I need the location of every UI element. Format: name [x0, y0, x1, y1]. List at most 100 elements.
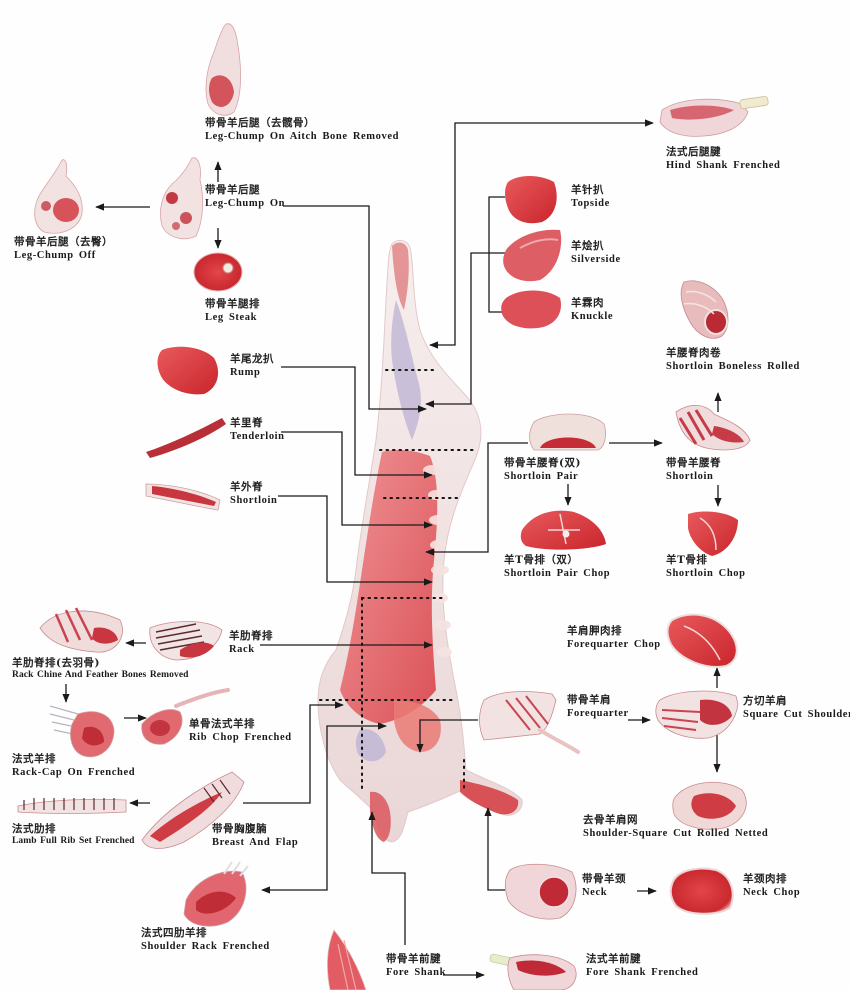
- connector-neck: [484, 807, 505, 891]
- img-rack-chine-removed: [39, 607, 123, 653]
- label-topside: 羊针扒 Topside: [571, 184, 610, 210]
- flow-arrows: [62, 161, 722, 979]
- connector-shoulder-rack: [261, 722, 387, 894]
- label-zh: 法式羊排: [12, 753, 56, 765]
- label-rump: 羊尾龙扒 Rump: [230, 353, 274, 379]
- connector-rump: [281, 366, 433, 479]
- connector-tenderloin: [281, 431, 433, 529]
- label-en: Breast And Flap: [212, 837, 299, 849]
- label-zh: 法式肋排: [12, 823, 56, 835]
- img-forequarter-chop: [666, 613, 738, 668]
- img-shortloin-boneless-rolled: [680, 280, 729, 339]
- img-shortloin-chop: [688, 511, 738, 556]
- img-leg-chump-off: [34, 159, 83, 234]
- label-zh: 羊T骨排（双）: [504, 554, 579, 566]
- label-en: Rib Chop Frenched: [189, 732, 292, 744]
- label-forequarter-chop: 羊肩胛肉排 Forequarter Chop: [567, 625, 661, 651]
- img-rump: [157, 346, 219, 395]
- label-zh: 羊烩扒: [571, 240, 604, 252]
- label-zh: 方切羊肩: [743, 695, 787, 707]
- img-rack: [149, 621, 223, 661]
- label-shortloin-pair-chop: 羊T骨排（双） Shortloin Pair Chop: [504, 554, 610, 579]
- label-neck: 带骨羊颈 Neck: [582, 873, 626, 899]
- carcass-neck: [460, 780, 519, 815]
- label-en: Knuckle: [571, 311, 614, 323]
- img-rack-cap-frenched: [49, 705, 115, 758]
- label-rack: 羊肋脊排 Rack: [229, 630, 273, 656]
- label-zh: 带骨羊后腿（去臀）: [14, 236, 113, 248]
- img-fore-shank-frenched: [489, 953, 577, 990]
- img-knuckle: [501, 290, 562, 329]
- label-en: Hind Shank Frenched: [666, 160, 781, 172]
- label-en: Forequarter Chop: [567, 639, 661, 651]
- connector-topside-knuckle: [488, 196, 505, 313]
- label-en: Neck: [582, 887, 608, 899]
- carcass-cut-lines: [319, 369, 477, 791]
- label-en: Leg-Chump On: [205, 198, 286, 210]
- img-forequarter: [479, 691, 580, 754]
- img-rib-chop-frenched: [141, 688, 230, 745]
- label-zh: 带骨羊前腱: [386, 953, 441, 965]
- label-zh: 法式后腿腱: [666, 146, 721, 158]
- label-en: Lamb Full Rib Set Frenched: [12, 836, 135, 847]
- label-en: Shortloin: [230, 495, 278, 507]
- label-zh: 带骨羊腿排: [205, 298, 260, 310]
- connector-leg-chump-on: [283, 205, 427, 413]
- label-silverside: 羊烩扒 Silverside: [571, 240, 621, 266]
- label-en: Topside: [571, 198, 610, 210]
- img-topside: [505, 176, 557, 224]
- connector-silverside: [425, 252, 505, 408]
- label-en: Shoulder-Square Cut Rolled Netted: [583, 828, 769, 840]
- img-breast-and-flap: [141, 771, 245, 849]
- label-zh: 羊肋脊排(去羽骨): [12, 657, 100, 669]
- label-en: Shoulder Rack Frenched: [141, 941, 270, 953]
- label-en: Rump: [230, 367, 261, 379]
- label-zh: 法式四肋羊排: [141, 927, 207, 939]
- label-leg-steak: 带骨羊腿排 Leg Steak: [205, 298, 260, 323]
- connector-lines: [243, 119, 654, 945]
- label-zh: 羊霖肉: [571, 297, 604, 309]
- carcass-leg-top: [392, 242, 409, 310]
- label-zh: 羊外脊: [230, 481, 263, 493]
- carcass-loin-muscle: [340, 449, 438, 724]
- img-hind-shank-frenched: [659, 96, 769, 137]
- label-en: Shortloin: [666, 471, 714, 483]
- label-zh: 带骨胸腹腩: [212, 823, 267, 835]
- img-square-cut-shoulder: [655, 690, 739, 739]
- label-shoulder-rolled-netted: 去骨羊肩网 Shoulder-Square Cut Rolled Netted: [583, 814, 769, 840]
- label-en: Silverside: [571, 254, 621, 266]
- label-hind-shank-frenched: 法式后腿腱 Hind Shank Frenched: [666, 146, 781, 172]
- img-silverside: [503, 229, 562, 282]
- label-zh: 带骨羊肩: [567, 694, 611, 706]
- label-en: Rack-Cap On Frenched: [12, 767, 136, 779]
- label-leg-chump-off: 带骨羊后腿（去臀） Leg-Chump Off: [14, 236, 113, 262]
- img-shortloin-pair-chop: [520, 510, 606, 550]
- label-en: Fore Shank Frenched: [586, 967, 699, 979]
- connector-hind-shank: [429, 119, 654, 349]
- img-neck-chop: [669, 867, 734, 915]
- label-en: Rack: [229, 644, 255, 656]
- connector-forequarter: [416, 719, 478, 753]
- label-knuckle: 羊霖肉 Knuckle: [571, 297, 614, 323]
- img-fore-shank: [326, 929, 367, 990]
- label-lamb-full-rib-set: 法式肋排 Lamb Full Rib Set Frenched: [12, 823, 135, 847]
- label-rack-cap-on-frenched: 法式羊排 Rack-Cap On Frenched: [12, 753, 136, 779]
- cut-illustrations: [17, 23, 769, 990]
- label-zh: 带骨羊腰脊: [666, 457, 721, 469]
- label-shortloin-boneless-rolled: 羊腰脊肉卷 Shortloin Boneless Rolled: [666, 347, 800, 372]
- label-fore-shank-frenched: 法式羊前腱 Fore Shank Frenched: [586, 953, 699, 979]
- label-leg-chump-on: 带骨羊后腿 Leg-Chump On: [205, 184, 286, 210]
- img-leg-chump-aitch-removed: [205, 23, 242, 116]
- label-zh: 羊针扒: [571, 184, 604, 196]
- label-en: Leg-Chump Off: [14, 250, 96, 262]
- label-zh: 羊腰脊肉卷: [666, 347, 721, 359]
- label-zh: 羊尾龙扒: [230, 353, 274, 365]
- label-leg-chump-aitch-removed: 带骨羊后腿（去髋骨） Leg-Chump On Aitch Bone Remov…: [205, 117, 399, 142]
- label-zh: 带骨羊腰脊(双): [504, 457, 581, 469]
- img-leg-chump-on: [160, 157, 204, 240]
- connector-fore-shank: [368, 811, 406, 945]
- label-breast-and-flap: 带骨胸腹腩 Breast And Flap: [212, 823, 299, 849]
- label-forequarter: 带骨羊肩 Forequarter: [567, 694, 629, 719]
